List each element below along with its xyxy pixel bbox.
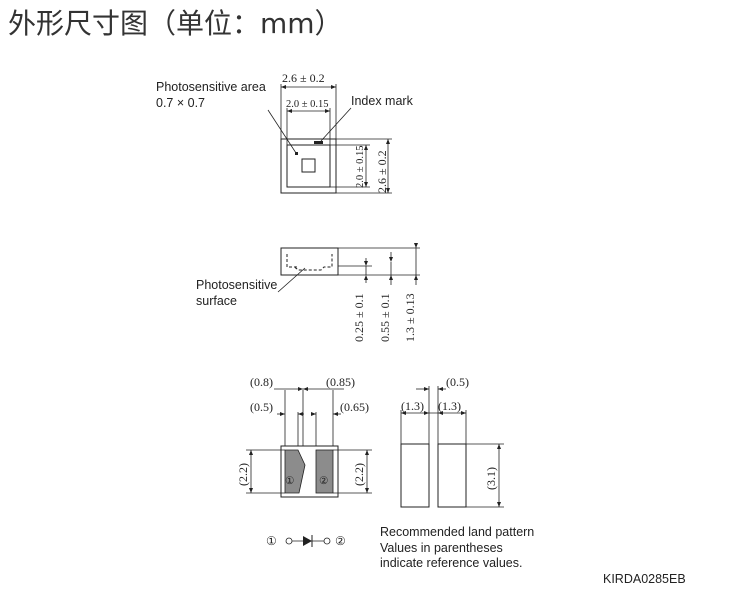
page-title: 外形尺寸图（单位：mm） bbox=[8, 7, 343, 40]
index-mark-label: Index mark bbox=[351, 94, 414, 108]
photosensitive-area bbox=[301, 158, 316, 173]
package-outline bbox=[280, 138, 337, 194]
pad-2 bbox=[315, 449, 334, 494]
land-note-1: Recommended land pattern bbox=[380, 525, 534, 539]
photosensitive-surface-leader bbox=[277, 267, 306, 293]
bottom-view: ① ② (0.8) (0.85) (0.5) (0.65) (2.2) bbox=[236, 375, 372, 498]
side-dim-13: 1.3 ± 0.13 bbox=[403, 293, 417, 342]
bottom-body bbox=[280, 445, 339, 498]
dim-08: (0.8) bbox=[250, 375, 273, 389]
photosensitive-area-leader bbox=[267, 109, 297, 154]
land-pattern: (0.5) (1.3) (1.3) (3.1) Recommended land… bbox=[380, 375, 534, 570]
land-note-3: indicate reference values. bbox=[380, 556, 522, 570]
land-dim-pad-left: (1.3) bbox=[401, 399, 424, 413]
land-pad-left bbox=[400, 443, 430, 508]
top-width-outer: 2.6 ± 0.2 bbox=[282, 71, 325, 85]
land-note-2: Values in parentheses bbox=[380, 541, 503, 555]
index-mark bbox=[314, 141, 323, 144]
top-view: 2.6 ± 0.2 2.0 ± 0.15 2.0 ± 0.15 2.6 ± 0.… bbox=[156, 71, 414, 194]
bottom-pin1: ① bbox=[285, 475, 295, 487]
side-inner-dashed bbox=[286, 254, 333, 271]
dim-065: (0.65) bbox=[340, 400, 369, 414]
top-height-outer: 2.6 ± 0.2 bbox=[375, 150, 389, 193]
index-mark-leader bbox=[320, 107, 352, 142]
top-height-inner: 2.0 ± 0.15 bbox=[355, 145, 366, 188]
side-dim-055: 0.55 ± 0.1 bbox=[378, 293, 392, 342]
photosensitive-dot bbox=[295, 152, 298, 155]
photosensitive-area-label: Photosensitive area bbox=[156, 80, 266, 94]
dim-05: (0.5) bbox=[250, 400, 273, 414]
symbol-pin1: ① bbox=[266, 534, 277, 548]
photosensitive-surface-label-2: surface bbox=[196, 294, 237, 308]
side-view: 0.25 ± 0.1 0.55 ± 0.1 1.3 ± 0.13 Photose… bbox=[196, 243, 420, 342]
pad-1 bbox=[284, 449, 306, 494]
dim-22-left: (2.2) bbox=[236, 463, 250, 486]
photosensitive-surface-label-1: Photosensitive bbox=[196, 278, 277, 292]
land-dim-height: (3.1) bbox=[484, 467, 498, 490]
drawing-code: KIRDA0285EB bbox=[603, 572, 686, 586]
land-dim-pad-right: (1.3) bbox=[438, 399, 461, 413]
diode-triangle bbox=[303, 536, 312, 546]
diode-symbol: ① ② bbox=[266, 534, 346, 548]
top-width-inner: 2.0 ± 0.15 bbox=[286, 99, 329, 110]
photosensitive-area-size: 0.7 × 0.7 bbox=[156, 96, 205, 110]
package-inner-frame bbox=[286, 144, 331, 188]
symbol-terminal-1 bbox=[285, 537, 293, 545]
symbol-terminal-2 bbox=[323, 537, 331, 545]
side-dim-025: 0.25 ± 0.1 bbox=[352, 293, 366, 342]
bottom-pin2: ② bbox=[319, 475, 329, 487]
dim-22-right: (2.2) bbox=[352, 463, 366, 486]
side-body bbox=[280, 247, 339, 276]
land-dim-gap: (0.5) bbox=[446, 375, 469, 389]
dim-085: (0.85) bbox=[326, 375, 355, 389]
land-pad-right bbox=[437, 443, 467, 508]
symbol-pin2: ② bbox=[335, 534, 346, 548]
